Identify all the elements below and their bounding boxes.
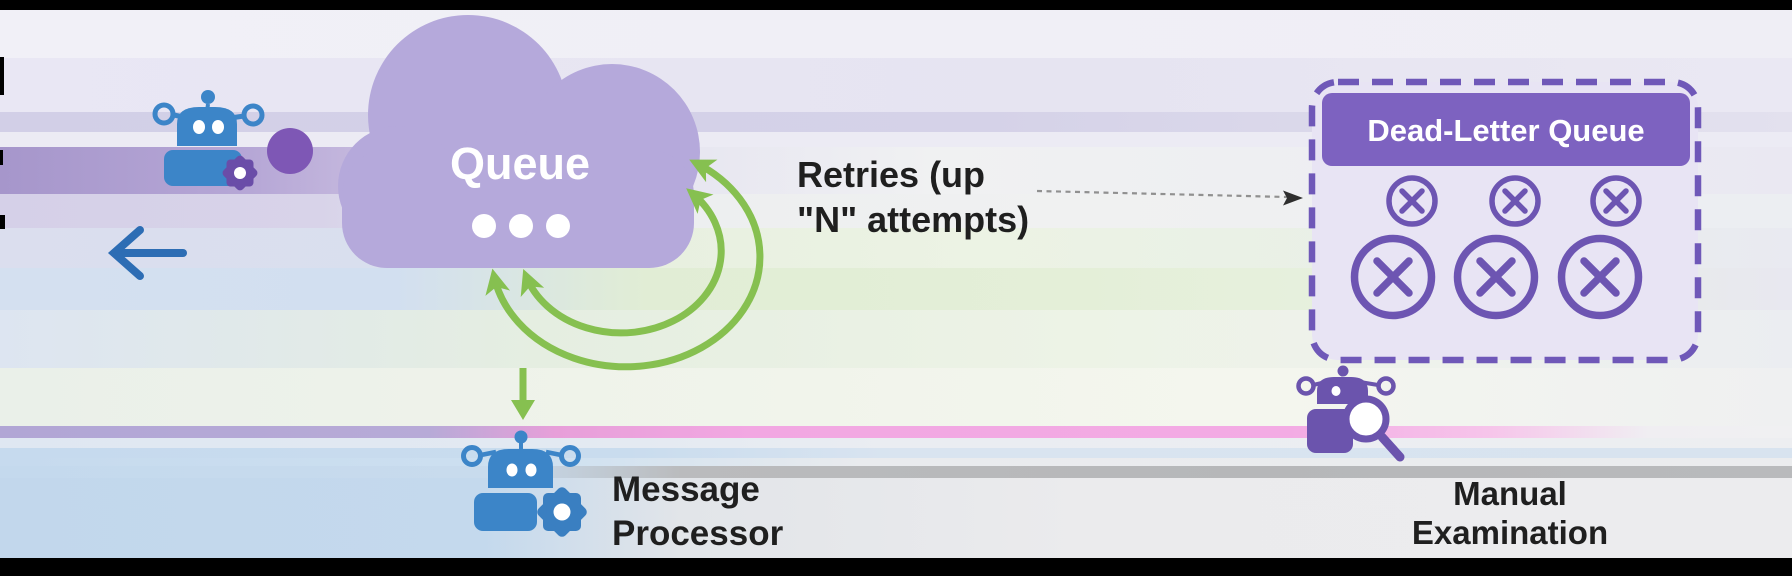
edge-artifacts [0,57,5,229]
letterbox-top [0,0,1792,10]
message-processor-label: Message Processor [612,468,783,556]
robot-magnifier-icon [1296,365,1405,462]
robot-gear-icon [461,430,587,537]
gear-icon [537,487,587,537]
retry-label-line1: Retries (up [797,154,986,195]
left-arrow-icon [107,226,187,280]
circled-x-icons [1350,175,1643,320]
search-icon [1342,395,1405,462]
dlq-header-bar [1322,93,1690,166]
retry-label: Retries (up "N" attempts) [797,152,1029,242]
bg-stripe [0,368,1792,426]
manual-examination-line2: Examination [1411,514,1609,551]
bg-stripe [0,10,1792,58]
manual-examination-label: Manual Examination [1380,474,1640,552]
dashed-arrow-icon [1036,189,1303,206]
dead-letter-queue-box [1308,78,1702,364]
letterbox-bottom [0,558,1792,576]
message-processor-line1: Message [612,470,760,509]
down-arrow-icon [511,368,535,420]
queue-pending-dots-icon [472,214,570,238]
retry-label-line2: "N" attempts) [797,199,1030,240]
bg-stripe [0,438,1792,448]
manual-examination-line1: Manual [1453,475,1567,512]
robot-gear-icon [152,90,265,191]
message-dot-icon [267,128,313,174]
queue-label: Queue [449,138,591,189]
circular-retry-arrows-icon [485,159,764,371]
bg-stripe [0,448,1792,458]
dlq-title: Dead-Letter Queue [1367,113,1645,148]
bg-stripe-gray-line [0,466,1792,478]
bg-stripe [0,458,1792,466]
gear-icon [222,155,258,191]
message-processor-line2: Processor [612,514,784,553]
bg-stripe [0,478,1792,558]
